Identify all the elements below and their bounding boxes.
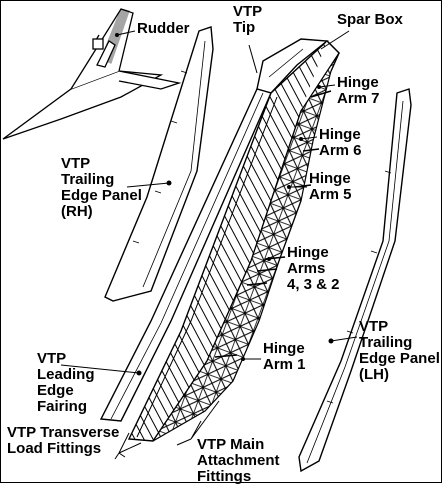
te-panel-lh-shape [298, 88, 412, 473]
aircraft-tail-inset [2, 8, 182, 140]
label-te-panel-rh: VTP Trailing Edge Panel (RH) [61, 155, 142, 220]
label-hinge-arm-7: Hinge Arm 7 [337, 74, 380, 107]
label-rudder: Rudder [137, 20, 190, 37]
label-spar-box: Spar Box [337, 11, 403, 28]
label-hinge-arm-6: Hinge Arm 6 [319, 126, 362, 159]
label-transverse-fittings: VTP Transverse Load Fittings [7, 424, 120, 457]
label-hinge-arm-5: Hinge Arm 5 [309, 170, 352, 203]
label-vtp-tip: VTP Tip [233, 3, 263, 36]
label-le-fairing: VTP Leading Edge Fairing [37, 350, 95, 415]
label-hinge-arm-1: Hinge Arm 1 [263, 340, 306, 373]
label-hinge-arms-432: Hinge Arms 4, 3 & 2 [287, 244, 340, 293]
leader-dots [115, 33, 334, 376]
label-te-panel-lh: VTP Trailing Edge Panel (LH) [359, 318, 440, 383]
te-panel-rh-shape [104, 26, 214, 302]
label-main-fittings: VTP Main Attachment Fittings [197, 436, 280, 485]
leader-lines [60, 30, 358, 460]
